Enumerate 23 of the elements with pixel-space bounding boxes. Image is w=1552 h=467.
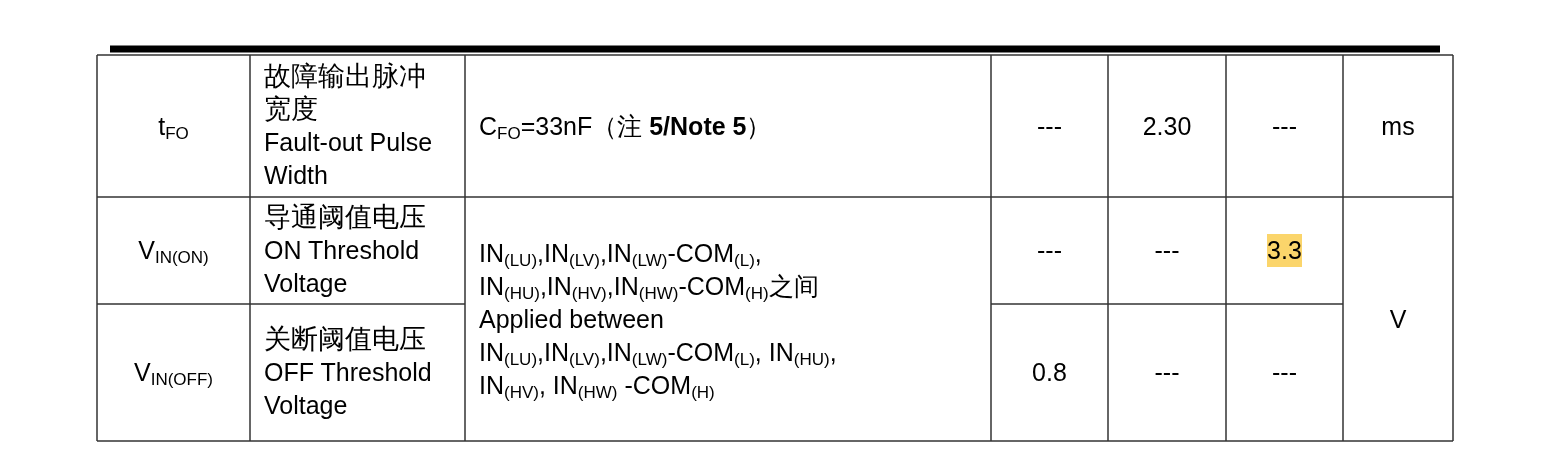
value-text: 0.8 — [1032, 357, 1067, 388]
value-text: --- — [1272, 357, 1297, 388]
parameter-name: ON Threshold Voltage — [264, 235, 421, 299]
parameter-name-chinese: 故障输出脉冲宽度 — [264, 60, 427, 126]
unit-text: V — [1389, 303, 1407, 335]
value-text: --- — [1037, 110, 1062, 142]
value-text: --- — [1272, 110, 1297, 142]
unit-text: ms — [1381, 110, 1415, 142]
symbol-text: V$_{IN(ON)}$ — [138, 235, 209, 267]
test-condition: Applied between IN$_{(LU)}$,IN$_{(LV)}$,IN$_{(LW)}$-COM$_{(L)}$, IN$_{(HU)}$, IN$_{(HV)}$, IN$_{(HW)}$ -COM$_{(H)}$ — [479, 303, 838, 402]
value-text: --- — [1037, 235, 1062, 266]
highlighted-value: 3.3 — [1267, 234, 1302, 267]
test-condition: C$_{FO}$=33nF（注 5/Note 5） — [479, 110, 772, 143]
symbol-text: t$_{FO}$ — [158, 110, 189, 143]
parameter-name-chinese: 导通阈值电压 — [264, 201, 426, 234]
test-condition: IN$_{(LU)}$,IN$_{(LV)}$,IN$_{(LW)}$-COM$_{(L)}$, IN$_{(HU)}$,IN$_{(HV)}$,IN$_{(HW)}$-COM$_{(H)}$之间 — [479, 237, 820, 303]
symbol-text: V$_{IN(OFF)}$ — [134, 357, 213, 389]
value-text: --- — [1154, 357, 1180, 388]
parameter-name: Fault-out Pulse Width — [264, 127, 434, 191]
value-text: 2.30 — [1142, 110, 1192, 142]
parameter-name: OFF Threshold Voltage — [264, 357, 433, 421]
value-text: --- — [1154, 235, 1180, 266]
parameter-name-chinese: 关断阈值电压 — [264, 323, 426, 356]
